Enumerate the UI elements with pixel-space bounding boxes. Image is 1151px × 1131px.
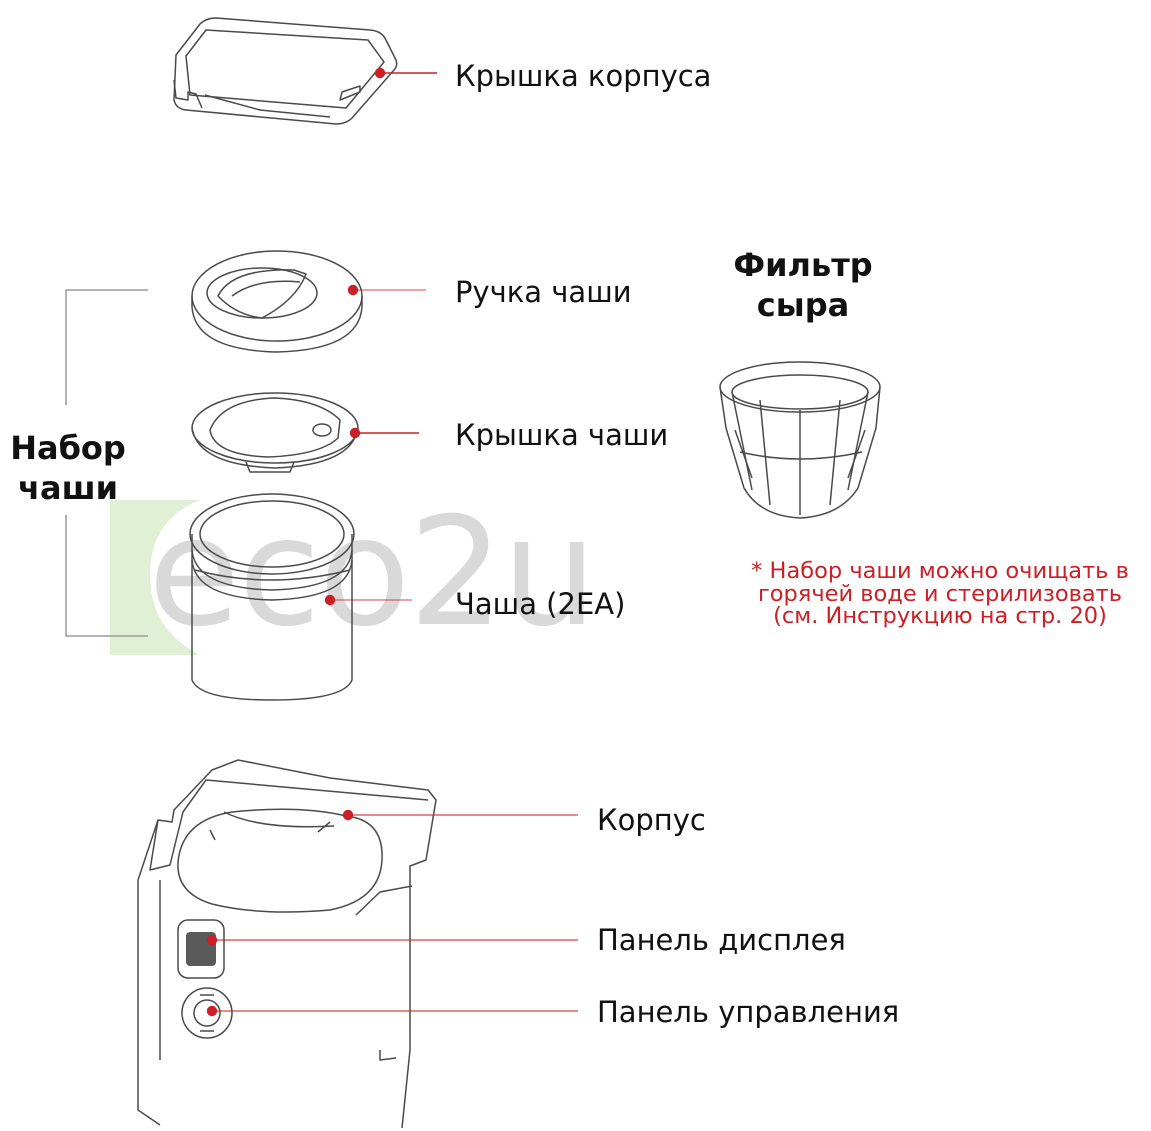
label-control-panel: Панель управления [597, 998, 899, 1027]
callout-dot-body [344, 811, 353, 820]
group-label-line2: чаши [8, 468, 128, 508]
label-bowl: Чаша (2EA) [455, 590, 625, 619]
callout-dot-control-panel [208, 1007, 217, 1016]
callout-dot-bowl-handle [349, 286, 358, 295]
filter-title-line2: сыра [730, 285, 876, 325]
label-body: Корпус [597, 806, 706, 835]
group-label: Набор чаши [8, 428, 128, 508]
label-bowl-handle: Ручка чаши [455, 278, 632, 307]
bowl-handle-drawing [192, 251, 362, 352]
callout-dot-display-panel [208, 936, 217, 945]
filter-title-line1: Фильтр [730, 245, 876, 285]
cleaning-note-line3: (см. Инструкцию на стр. 20) [730, 605, 1150, 628]
cleaning-note-line2: горячей воде и стерилизовать [730, 583, 1150, 606]
cleaning-note: * Набор чаши можно очищать в горячей вод… [730, 560, 1150, 628]
filter-title: Фильтр сыра [730, 245, 876, 325]
cheese-filter-drawing [720, 362, 880, 518]
body-lid-drawing [174, 18, 397, 124]
label-body-lid: Крышка корпуса [455, 62, 711, 91]
callout-dot-bowl-lid [351, 429, 360, 438]
cleaning-note-line1: * Набор чаши можно очищать в [730, 560, 1150, 583]
callout-dot-bowl [326, 596, 335, 605]
label-bowl-lid: Крышка чаши [455, 421, 668, 450]
callout-dot-body-lid [376, 69, 385, 78]
group-label-line1: Набор [8, 428, 128, 468]
label-display-panel: Панель дисплея [597, 926, 846, 955]
bowl-lid-drawing [192, 393, 358, 472]
